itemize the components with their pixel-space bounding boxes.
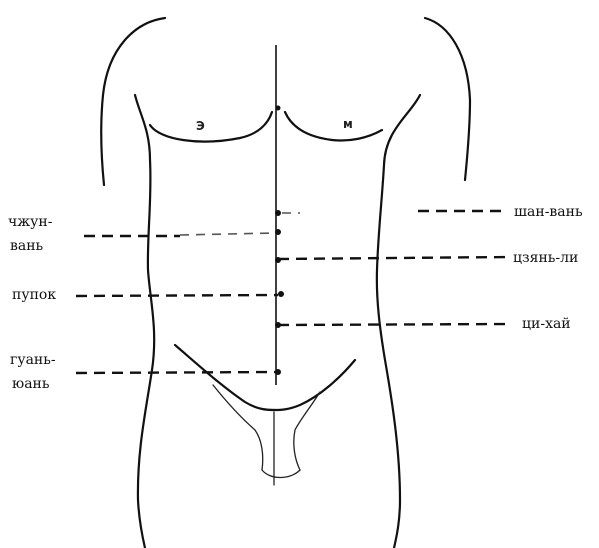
label-chzhun-van-line2: вань <box>10 238 44 254</box>
label-tszyan-li: цзянь-ли <box>513 250 578 266</box>
left-shoulder-line <box>101 18 165 185</box>
label-shan-van: шан-вань <box>514 204 583 220</box>
left-chest-mark: Э <box>196 119 205 133</box>
label-guan-yuan-line1: гуань- <box>10 352 56 368</box>
leader-lines <box>76 211 510 373</box>
leader-guan-yuan <box>76 372 278 373</box>
point-marker-shan-van <box>275 210 281 216</box>
right-inguinal-line <box>275 360 355 410</box>
right-labels: шан-вань цзянь-ли ци-хай <box>513 204 583 332</box>
leader-tsi-hai <box>278 324 510 325</box>
label-pupok-line1: пупок <box>12 287 56 303</box>
genital-lower-outline <box>262 470 300 478</box>
label-guan-yuan-line2: юань <box>12 376 50 392</box>
point-marker-pupok <box>278 291 284 297</box>
left-flank-line <box>135 95 154 548</box>
point-marker-chzhun-van <box>275 229 281 235</box>
leader-tszyan-li <box>278 257 510 259</box>
right-chest-mark: м <box>343 117 353 131</box>
right-shoulder-line <box>425 18 470 180</box>
torso-outline <box>101 18 470 548</box>
left-pectoral-line <box>150 112 272 142</box>
label-chzhun-van: чжун- вань <box>8 214 57 254</box>
leader-pupok <box>76 295 278 296</box>
label-tsi-hai: ци-хай <box>522 316 571 332</box>
right-pectoral-line <box>285 112 382 141</box>
left-labels: чжун- вань пупок гуань- юань <box>8 214 60 392</box>
leader-chzhun-van-faint <box>180 233 276 235</box>
label-chzhun-van-line1: чжун- <box>8 214 53 230</box>
right-flank-line <box>377 95 420 548</box>
label-guan-yuan: гуань- юань <box>10 352 60 392</box>
label-pupok: пупок <box>12 287 56 303</box>
right-thigh-fold <box>294 392 320 470</box>
point-marker-chest <box>276 106 281 111</box>
